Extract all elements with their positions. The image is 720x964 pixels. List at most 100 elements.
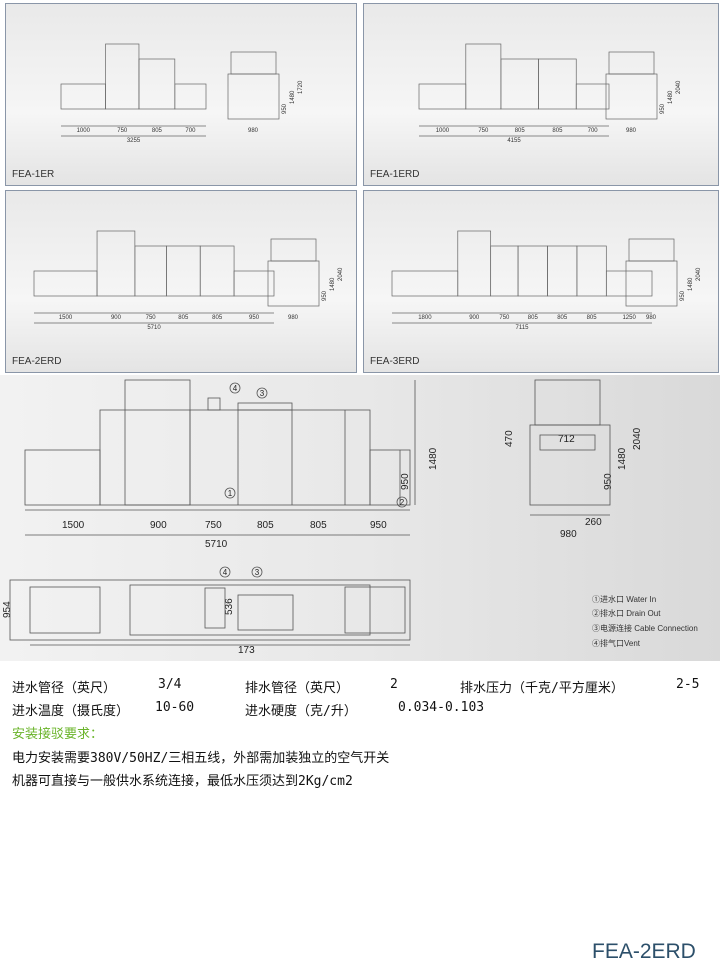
dim: 900 xyxy=(150,520,167,531)
module xyxy=(199,245,235,297)
dim: 950 xyxy=(370,520,387,531)
dim: 950 xyxy=(400,473,411,490)
dim-width: 980 xyxy=(646,315,657,321)
dim: 950 xyxy=(603,473,614,490)
front-view xyxy=(60,43,280,137)
dim: 950 xyxy=(249,315,260,321)
dim: 805 xyxy=(257,520,274,531)
dim: 1000 xyxy=(436,128,450,134)
dim: 805 xyxy=(178,315,189,321)
install-title: 安装接驳要求： xyxy=(12,727,104,742)
module xyxy=(500,58,539,110)
front-view xyxy=(391,230,678,324)
callout-3: 3 xyxy=(255,568,260,577)
install-line: 机器可直接与一般供水系统连接，最低水压须达到2Kg/cm2 xyxy=(12,774,353,789)
callout-4: 4 xyxy=(233,384,238,393)
module xyxy=(538,58,577,110)
dim: 260 xyxy=(585,517,602,528)
callout-1: 1 xyxy=(228,489,233,498)
dim: 173 xyxy=(238,645,255,656)
dim: 954 xyxy=(2,601,13,618)
dim: 805 xyxy=(515,128,526,134)
dim-height: 1480 xyxy=(668,90,674,104)
module xyxy=(547,245,578,297)
dim: 536 xyxy=(224,598,235,615)
callouts: 1 2 3 4 3 4 xyxy=(219,382,408,578)
detail-drawing: 1500 900 750 805 805 950 5710 950 1480 4… xyxy=(0,375,720,963)
dim: 980 xyxy=(560,529,577,540)
module xyxy=(174,83,207,110)
dim-height: 950 xyxy=(660,103,666,114)
module xyxy=(138,58,176,110)
callout-3: 3 xyxy=(260,389,265,398)
dim-total: 4155 xyxy=(507,138,521,144)
spec-label: 进水硬度（克/升） xyxy=(245,704,357,719)
dim: 805 xyxy=(557,315,568,321)
front-view xyxy=(24,379,416,536)
dim-height: 2040 xyxy=(338,267,344,281)
dim-total: 5710 xyxy=(147,325,161,331)
dim: 1250 xyxy=(622,315,636,321)
dim-height: 2040 xyxy=(696,267,702,281)
dim: 805 xyxy=(552,128,563,134)
callout-2: 2 xyxy=(400,498,405,507)
dim-width: 980 xyxy=(288,315,299,321)
dim: 1480 xyxy=(428,447,439,470)
dim: 750 xyxy=(499,315,510,321)
spec-label: 进水温度（摄氏度） xyxy=(12,704,130,719)
panel-label: FEA-3ERD xyxy=(370,356,420,367)
dim-width: 980 xyxy=(248,128,259,134)
spec-value: 3/4 xyxy=(158,677,182,692)
dim-height: 1480 xyxy=(290,90,296,104)
dim-width: 980 xyxy=(626,128,637,134)
dim-height: 950 xyxy=(282,103,288,114)
legend-item: ④排气口Vent xyxy=(592,639,641,648)
callout-4: 4 xyxy=(223,568,228,577)
dim: 750 xyxy=(478,128,489,134)
install-line: 电力安装需要380V/50HZ/三相五线，外部需加装独立的空气开关 xyxy=(12,751,390,766)
dim: 1000 xyxy=(77,128,91,134)
dim: 700 xyxy=(588,128,599,134)
legend-item: ②排水口 Drain Out xyxy=(592,609,661,618)
dim: 900 xyxy=(469,315,480,321)
dim-height: 1720 xyxy=(298,80,304,94)
dim-height: 1480 xyxy=(330,277,336,291)
spec-value: 0.034-0.103 xyxy=(398,700,485,715)
dim: 750 xyxy=(117,128,128,134)
module xyxy=(105,43,140,110)
module xyxy=(418,83,467,110)
legend-item: ③电源连接 Cable Connection xyxy=(592,624,698,633)
module xyxy=(517,245,548,297)
dim: 750 xyxy=(146,315,157,321)
model-title: FEA-2ERD xyxy=(592,940,696,963)
dim: 470 xyxy=(504,430,515,447)
panel-label: FEA-1ERD xyxy=(370,169,420,180)
dim-total: 7115 xyxy=(516,325,530,331)
side-view xyxy=(529,379,611,516)
dim: 900 xyxy=(111,315,122,321)
plan-view xyxy=(9,579,411,646)
dim-height: 2040 xyxy=(676,80,682,94)
module xyxy=(233,270,275,297)
spec-label: 排水压力（千克/平方厘米） xyxy=(460,681,624,696)
dim: 750 xyxy=(205,520,222,531)
module xyxy=(391,270,459,297)
dim: 1480 xyxy=(617,447,628,470)
spec-label: 进水管径（英尺） xyxy=(12,681,117,696)
front-view xyxy=(418,43,658,137)
dim: 2040 xyxy=(632,427,643,450)
dim: 712 xyxy=(558,434,575,445)
module xyxy=(96,230,136,297)
module xyxy=(490,245,519,297)
module xyxy=(576,245,607,297)
legend-item: ①进水口 Water In xyxy=(592,595,657,604)
dim: 1500 xyxy=(62,520,85,531)
dim: 805 xyxy=(310,520,327,531)
